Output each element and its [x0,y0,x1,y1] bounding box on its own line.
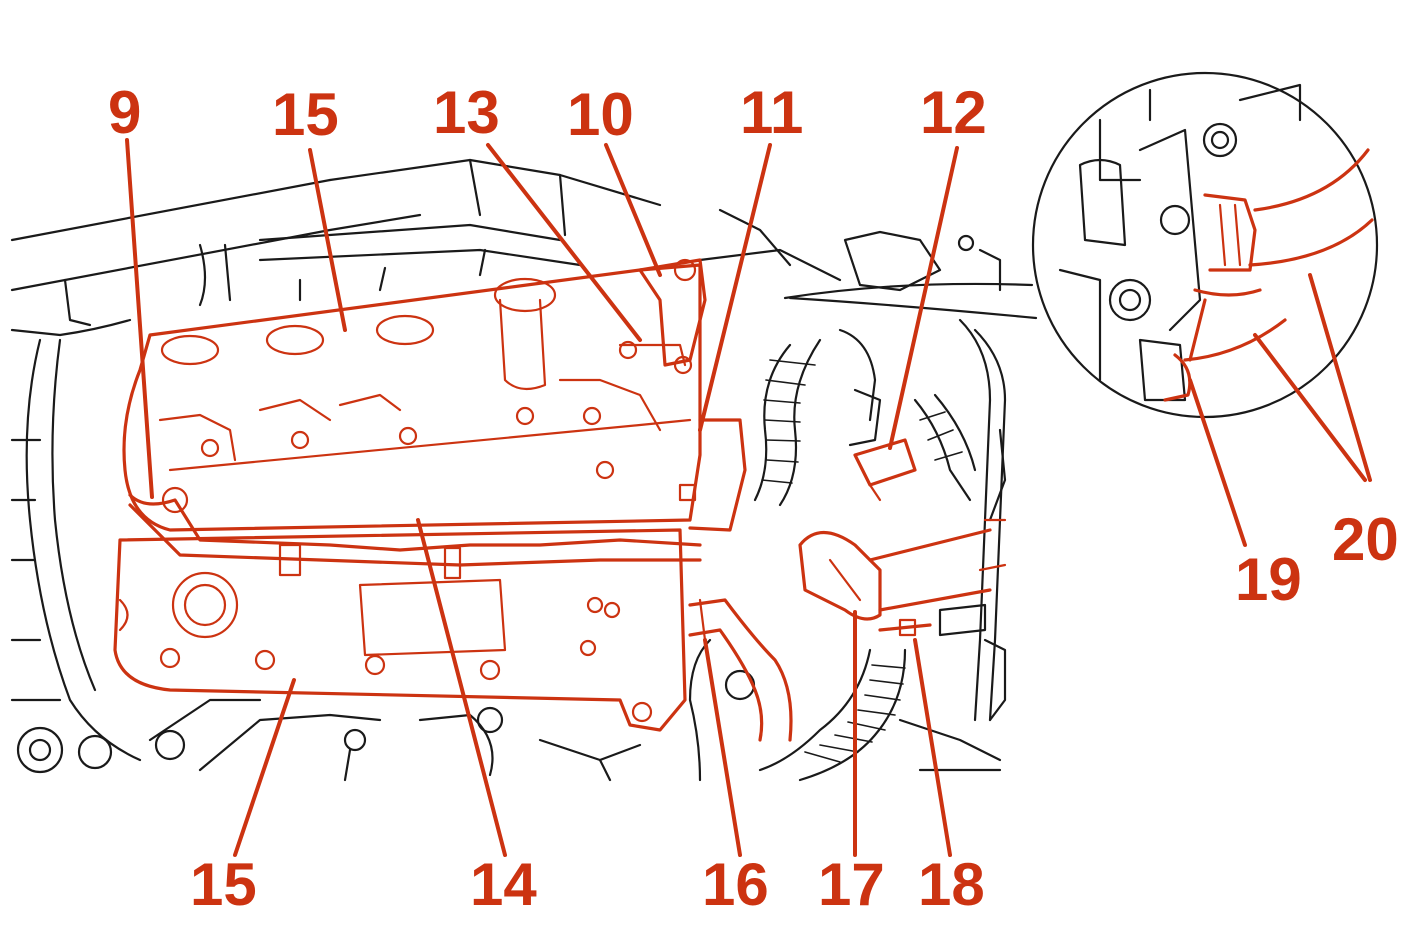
callout-17: 17 [818,851,885,918]
leader-lines [125,138,1372,857]
callout-11: 11 [740,79,803,146]
pipe-13 [618,340,687,367]
bracket-10 [638,258,707,375]
valve-cover-lower [113,528,687,732]
engine-bay-linework [10,158,1038,782]
callout-15-top: 15 [272,81,339,148]
callout-13: 13 [433,79,500,146]
clamp-17 [798,518,1007,621]
callout-20: 20 [1332,506,1399,573]
callout-labels: 9 15 13 10 11 12 15 14 16 17 18 19 20 [108,79,1399,918]
callout-10: 10 [567,81,634,148]
valve-cover-upper [122,263,702,532]
connector-11 [678,418,747,532]
detail-inset [1031,71,1379,419]
callout-12: 12 [920,79,987,146]
callout-14: 14 [470,851,537,918]
callout-15-bottom: 15 [190,851,257,918]
clip-18 [878,618,932,637]
connector-12 [853,438,917,502]
callout-18: 18 [918,851,985,918]
callout-19: 19 [1235,546,1302,613]
callout-9: 9 [108,79,141,146]
callout-16: 16 [702,851,769,918]
fuel-rail-14 [128,486,702,580]
hose-16 [688,598,793,742]
